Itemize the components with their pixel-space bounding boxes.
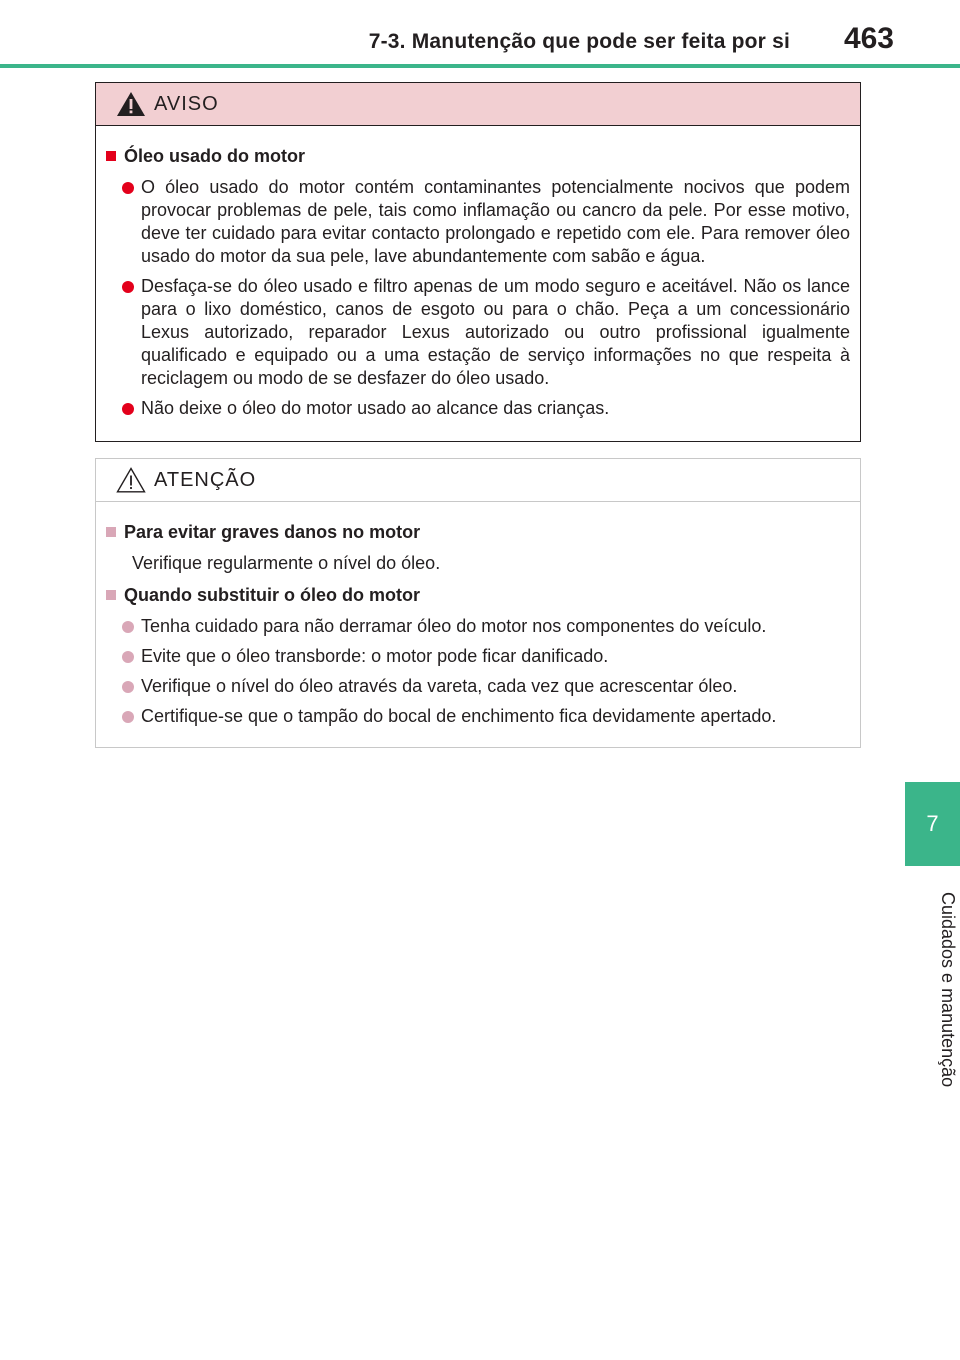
round-bullet-icon	[122, 621, 134, 633]
list-item: Certifique-se que o tampão do bocal de e…	[122, 705, 850, 728]
section-heading: Óleo usado do motor	[106, 144, 850, 168]
warning-box-body: Óleo usado do motor O óleo usado do moto…	[96, 126, 860, 420]
list-item: Verifique o nível do óleo através da var…	[122, 675, 850, 698]
section-heading: Para evitar graves danos no motor	[106, 520, 850, 544]
caution-box-header: ATENÇÃO	[96, 459, 860, 502]
warning-triangle-icon	[117, 92, 145, 116]
caution-triangle-icon	[116, 467, 146, 493]
section-heading-text: Quando substituir o óleo do motor	[124, 585, 420, 605]
caution-box-body: Para evitar graves danos no motor Verifi…	[96, 502, 860, 728]
list-item-text: O óleo usado do motor contém contaminant…	[141, 177, 850, 266]
list-item: Tenha cuidado para não derramar óleo do …	[122, 615, 850, 638]
page-number: 463	[843, 22, 894, 55]
warning-box: AVISO Óleo usado do motor O óleo usado d…	[95, 82, 861, 442]
round-bullet-icon	[122, 403, 134, 415]
square-bullet-icon	[106, 590, 116, 600]
chapter-title: Cuidados e manutenção	[938, 892, 958, 1088]
square-bullet-icon	[106, 527, 116, 537]
list-item: Não deixe o óleo do motor usado ao alcan…	[122, 397, 850, 420]
warning-label: AVISO	[154, 92, 219, 115]
section-title: 7-3. Manutenção que pode ser feita por s…	[368, 30, 790, 53]
square-bullet-icon	[106, 151, 116, 161]
caution-box: ATENÇÃO Para evitar graves danos no moto…	[95, 458, 861, 748]
header-rule	[0, 64, 960, 68]
list-item-text: Desfaça-se do óleo usado e filtro apenas…	[141, 276, 850, 388]
section-heading: Quando substituir o óleo do motor	[106, 583, 850, 607]
list-item-text: Evite que o óleo transborde: o motor pod…	[141, 646, 609, 666]
round-bullet-icon	[122, 281, 134, 293]
list-item: Desfaça-se do óleo usado e filtro apenas…	[122, 275, 850, 390]
round-bullet-icon	[122, 711, 134, 723]
warning-box-header: AVISO	[96, 83, 860, 126]
list-item-text: Tenha cuidado para não derramar óleo do …	[141, 616, 767, 636]
chapter-tab[interactable]: 7	[905, 782, 960, 866]
round-bullet-icon	[122, 182, 134, 194]
section-heading-text: Para evitar graves danos no motor	[124, 522, 421, 542]
chapter-number: 7	[926, 811, 939, 836]
section-heading-text: Óleo usado do motor	[124, 146, 306, 166]
round-bullet-icon	[122, 651, 134, 663]
list-item: O óleo usado do motor contém contaminant…	[122, 176, 850, 268]
list-item-text: Certifique-se que o tampão do bocal de e…	[141, 706, 777, 726]
list-item-text: Não deixe o óleo do motor usado ao alcan…	[141, 398, 610, 418]
list-item-text: Verifique o nível do óleo através da var…	[141, 676, 738, 696]
caution-label: ATENÇÃO	[154, 468, 257, 491]
section-text: Verifique regularmente o nível do óleo.	[132, 553, 441, 573]
page-header: 7-3. Manutenção que pode ser feita por s…	[0, 0, 960, 70]
list-item: Evite que o óleo transborde: o motor pod…	[122, 645, 850, 668]
round-bullet-icon	[122, 681, 134, 693]
